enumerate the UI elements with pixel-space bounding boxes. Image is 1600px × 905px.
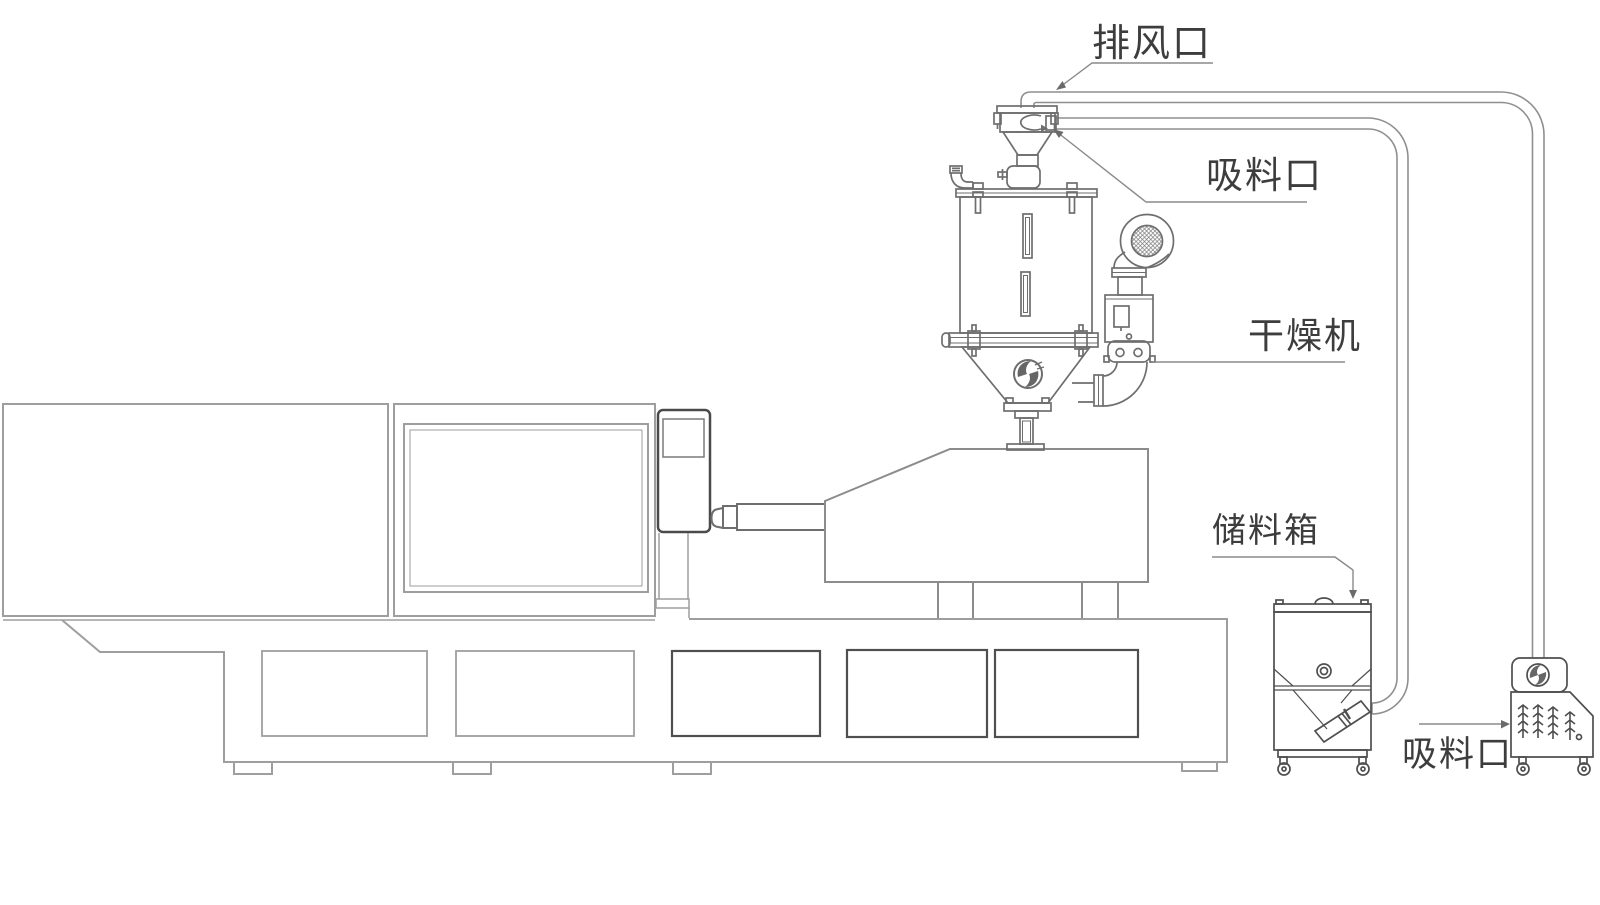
- base-panel-5: [993, 648, 1140, 739]
- conveying-pipes: [1020, 91, 1545, 715]
- label-dryer: 干燥机: [1248, 315, 1362, 356]
- machine-base: [61, 618, 1228, 775]
- injection-molding-machine: [2, 403, 1149, 621]
- return-air-elbow: [1072, 361, 1148, 407]
- suction-unit-coils: [1517, 703, 1576, 740]
- bin-body: [1273, 611, 1372, 751]
- label-exhaust-port: 排风口: [1092, 23, 1212, 65]
- receiver-mount: [1006, 165, 1041, 189]
- caster-wheel: [1516, 756, 1530, 776]
- hopper-cone: [960, 346, 1092, 404]
- vacuum-receiver: [993, 105, 1059, 189]
- control-panel: [656, 408, 712, 534]
- heater-window: [1113, 305, 1130, 328]
- leader-exhaust-port: [1059, 62, 1213, 88]
- base-foot: [233, 761, 273, 775]
- feed-neck: [1003, 397, 1052, 451]
- clamping-unit-cover: [2, 403, 389, 617]
- feed-throat-plate: [1006, 443, 1045, 451]
- injection-unit-housing: [824, 448, 1149, 583]
- label-suction-port-bottom: 吸料口: [1402, 735, 1513, 774]
- base-foot: [1181, 761, 1218, 772]
- base-foot: [672, 761, 712, 775]
- bin-lid-handle: [1314, 597, 1334, 605]
- base-outline: [61, 618, 1228, 763]
- blower-intake-mesh: [1130, 224, 1164, 258]
- injection-barrel: [736, 503, 826, 531]
- sight-glass-lower: [1020, 271, 1031, 317]
- base-foot: [452, 761, 492, 775]
- receiver-inlet-port: [1045, 115, 1057, 131]
- exhaust-pipe-inner: [1033, 101, 1534, 658]
- base-panel-2: [455, 650, 635, 737]
- hopper-dryer: [941, 105, 1175, 451]
- bin-sight-glass: [1316, 663, 1332, 679]
- base-panel-3: [670, 649, 822, 738]
- caster-wheel: [1577, 756, 1591, 776]
- blower-duct: [1117, 276, 1143, 296]
- receiver-lid: [996, 105, 1058, 114]
- base-panel-4: [845, 648, 989, 739]
- safety-door-section: [393, 403, 656, 617]
- chute-valve-lever: [1342, 708, 1352, 720]
- brand-logo-icon: [1526, 663, 1550, 687]
- arrowhead: [1053, 129, 1064, 138]
- suction-unit: [1510, 657, 1594, 776]
- heater-bracket: [1107, 340, 1151, 363]
- control-panel-screen: [662, 418, 705, 458]
- hopper-lid: [949, 165, 1098, 214]
- neck-sight-glass: [1022, 420, 1031, 443]
- dryer-blower-unit: [1103, 213, 1175, 363]
- label-storage-bin: 储料箱: [1212, 512, 1320, 550]
- leader-storage-bin: [1212, 556, 1354, 592]
- leader-lines: [1053, 62, 1510, 729]
- brand-logo-icon: [1013, 359, 1043, 389]
- exhaust-pipe-outer: [1020, 91, 1545, 658]
- caster-wheel: [1356, 756, 1370, 776]
- storage-bin: [1273, 597, 1372, 776]
- caster-wheel: [1277, 756, 1291, 776]
- vent-elbow: [950, 172, 974, 189]
- leader-suction-port-top: [1056, 131, 1307, 203]
- hopper-barrel: [959, 196, 1093, 334]
- bin-lid: [1273, 603, 1372, 613]
- lid-clamp-bolt: [972, 182, 984, 214]
- nozzle-tip: [710, 507, 724, 529]
- lid-clamp-bolt: [1066, 182, 1078, 214]
- injection-unit-legs: [937, 582, 1119, 618]
- bin-base-frame: [1277, 749, 1368, 758]
- suction-unit-body: [1510, 691, 1594, 758]
- suction-pipe-inner: [1056, 128, 1398, 704]
- arrowhead: [1501, 720, 1510, 729]
- panel-foot-bracket: [655, 598, 690, 609]
- base-panel-1: [261, 650, 428, 737]
- receiver-cone: [1001, 131, 1054, 156]
- arrowhead: [1056, 81, 1066, 90]
- receiver-flow-arrow: [1019, 114, 1042, 131]
- heater-box: [1104, 294, 1154, 343]
- vent-elbow-cap: [949, 165, 963, 174]
- safety-door-window: [403, 423, 649, 593]
- panel-pedestal-lines: [658, 533, 689, 599]
- nozzle-collar: [722, 505, 738, 529]
- band-clamp: [941, 324, 1099, 357]
- suction-pipe-outer: [1056, 117, 1409, 715]
- arrowhead: [1349, 590, 1357, 599]
- text-labels: 排风口 吸料口 干燥机 储料箱 吸料口: [1092, 23, 1513, 774]
- safety-door-window-inner: [409, 429, 643, 587]
- label-suction-port-top: 吸料口: [1206, 155, 1323, 196]
- sight-glass-upper: [1022, 213, 1033, 259]
